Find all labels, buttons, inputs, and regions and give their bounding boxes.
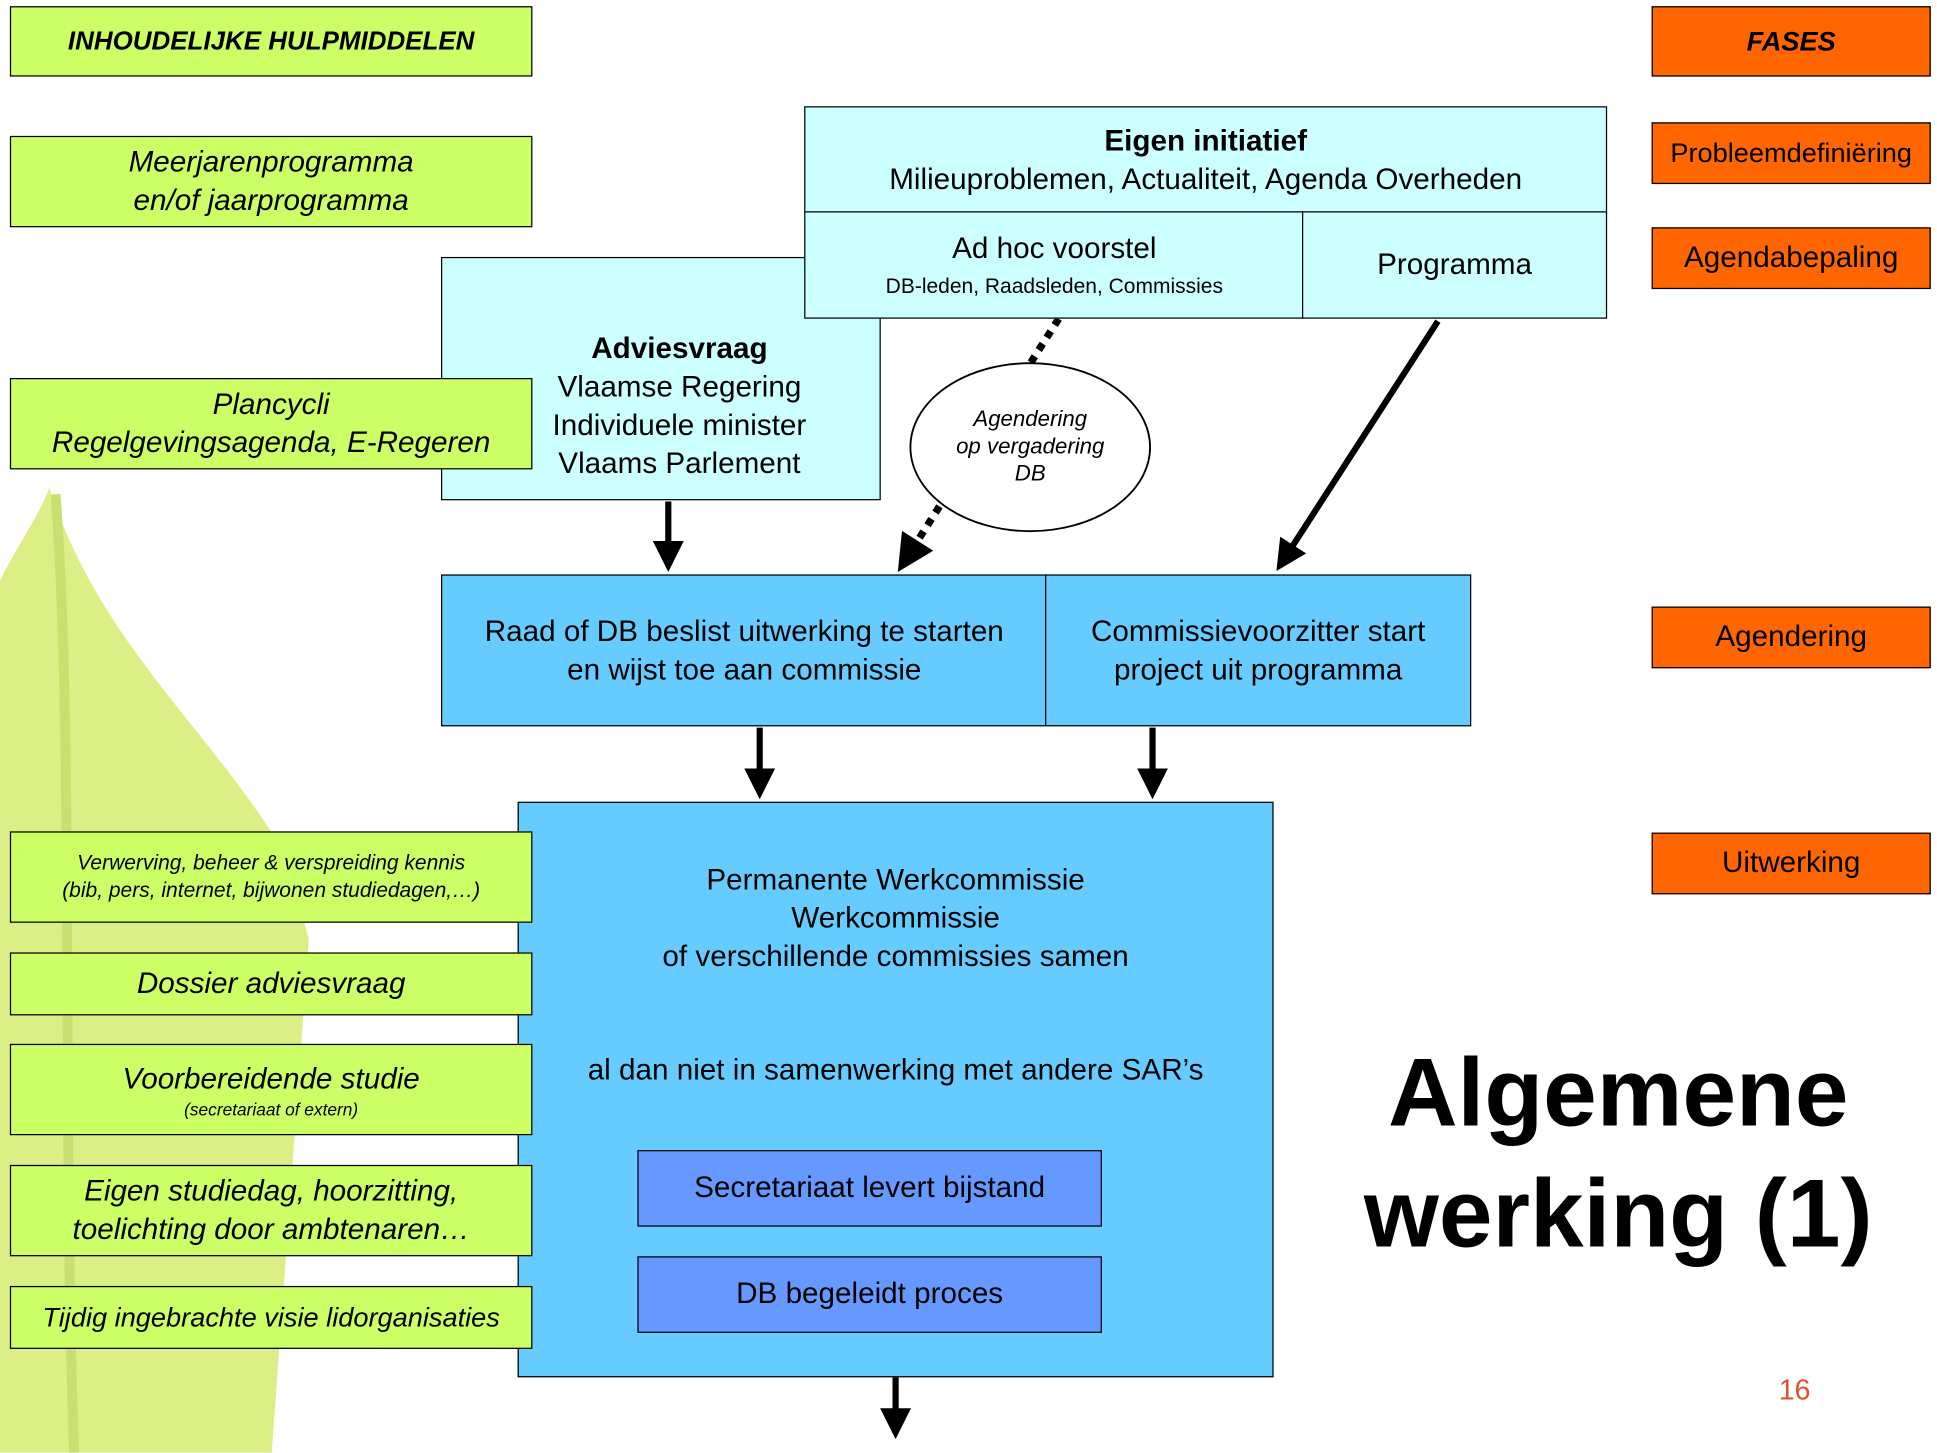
arrow-programma-voorzitter xyxy=(1276,319,1441,571)
eigen-initiatief-title: Eigen initiatief xyxy=(1104,124,1307,158)
adviesvraag-line2: Individuele minister xyxy=(552,408,807,443)
secretariaat-box: Secretariaat levert bijstand xyxy=(637,1150,1102,1227)
raad-box: Raad of DB beslist uitwerking te starten… xyxy=(441,574,1048,727)
meerjarenprogramma-box: Meerjarenprogramma en/of jaarprogramma xyxy=(9,135,533,228)
visie-box: Tijdig ingebrachte visie lidorganisaties xyxy=(9,1285,533,1349)
adviesvraag-title: Adviesvraag xyxy=(591,332,768,366)
werkcommissie-text: Permanente Werkcommissie Werkcommissie o… xyxy=(518,861,1274,976)
adhoc-voorstel-title: Ad hoc voorstel xyxy=(952,232,1157,266)
kennis-box: Verwerving, beheer & verspreiding kennis… xyxy=(9,831,533,923)
kennis-line1: Verwerving, beheer & verspreiding kennis xyxy=(77,851,466,875)
programma-box: Programma xyxy=(1302,211,1608,319)
ellipse-line1: Agendering xyxy=(973,406,1088,432)
db-proces-box: DB begeleidt proces xyxy=(637,1256,1102,1333)
secretariaat-label: Secretariaat levert bijstand xyxy=(694,1171,1046,1205)
phase-agendering-label: Agendering xyxy=(1715,620,1868,654)
agendering-ellipse-text: Agendering op vergadering DB xyxy=(910,405,1150,487)
phase-uitwerking-label: Uitwerking xyxy=(1721,846,1861,880)
db-proces-label: DB begeleidt proces xyxy=(736,1277,1004,1311)
dotted-arrow-adhoc-raad xyxy=(897,316,1062,573)
left-header-box: INHOUDELIJKE HULPMIDDELEN xyxy=(9,6,533,77)
studiedag-line1: Eigen studiedag, hoorzitting, xyxy=(84,1174,459,1209)
samenwerking-line: al dan niet in samenwerking met andere S… xyxy=(587,1053,1204,1088)
studie-label: Voorbereidende studie xyxy=(122,1061,420,1096)
plancycli-box: Plancycli Regelgevingsagenda, E-Regeren xyxy=(9,378,533,470)
agendering-ellipse xyxy=(909,362,1151,533)
voorzitter-line1: Commissievoorzitter start xyxy=(1090,614,1426,648)
adviesvraag-line3: Vlaams Parlement xyxy=(558,447,801,481)
werkcommissie-line1: Permanente Werkcommissie xyxy=(706,863,1085,897)
adhoc-voorstel-sub: DB-leden, Raadsleden, Commissies xyxy=(885,274,1223,298)
phase-agendabepaling: Agendabepaling xyxy=(1651,227,1931,290)
dossier-box: Dossier adviesvraag xyxy=(9,952,533,1016)
studie-sub: (secretariaat of extern) xyxy=(184,1098,359,1119)
raad-line2: en wijst toe aan commissie xyxy=(567,652,922,687)
left-header: INHOUDELIJKE HULPMIDDELEN xyxy=(67,27,475,56)
eigen-initiatief-subtitle: Milieuproblemen, Actualiteit, Agenda Ove… xyxy=(889,162,1523,196)
studiedag-line2: toelichting door ambtenaren… xyxy=(72,1213,470,1247)
slide-title: Algemene werking (1) xyxy=(1309,1031,1927,1273)
slide-title-line1: Algemene xyxy=(1387,1037,1849,1147)
phase-agendabepaling-label: Agendabepaling xyxy=(1684,240,1899,275)
werkcommissie-line3: of verschillende commissies samen xyxy=(662,940,1129,974)
samenwerking-text: al dan niet in samenwerking met andere S… xyxy=(506,1051,1284,1089)
phase-uitwerking: Uitwerking xyxy=(1651,832,1931,895)
phase-probleemdefiniering: Probleemdefiniëring xyxy=(1651,122,1931,185)
meerjarenprogramma-line1: Meerjarenprogramma xyxy=(128,145,414,180)
studiedag-box: Eigen studiedag, hoorzitting, toelichtin… xyxy=(9,1164,533,1257)
werkcommissie-line2: Werkcommissie xyxy=(791,901,1000,936)
plancycli-line2: Regelgevingsagenda, E-Regeren xyxy=(51,426,491,460)
meerjarenprogramma-line2: en/of jaarprogramma xyxy=(133,184,409,218)
plancycli-line1: Plancycli xyxy=(212,387,330,422)
eigen-initiatief-box: Eigen initiatief Milieuproblemen, Actual… xyxy=(804,106,1608,214)
voorzitter-line2: project uit programma xyxy=(1113,652,1403,687)
ellipse-line3: DB xyxy=(1014,460,1046,486)
programma-label: Programma xyxy=(1377,248,1533,282)
slide-title-line2: werking (1) xyxy=(1363,1158,1873,1268)
fases-header-box: FASES xyxy=(1651,6,1931,77)
dossier-label: Dossier adviesvraag xyxy=(136,967,406,1001)
phase-agendering: Agendering xyxy=(1651,606,1931,669)
voorzitter-box: Commissievoorzitter start project uit pr… xyxy=(1045,574,1472,727)
kennis-line2: (bib, pers, internet, bijwonen studiedag… xyxy=(62,878,481,902)
studie-box: Voorbereidende studie (secretariaat of e… xyxy=(9,1043,533,1136)
page-number: 16 xyxy=(1778,1373,1811,1406)
fases-header: FASES xyxy=(1746,25,1836,57)
adviesvraag-line1: Vlaamse Regering xyxy=(557,370,802,404)
adhoc-voorstel-box: Ad hoc voorstel DB-leden, Raadsleden, Co… xyxy=(804,211,1305,319)
raad-line1: Raad of DB beslist uitwerking te starten xyxy=(484,614,1004,648)
ellipse-line2: op vergadering xyxy=(956,433,1105,459)
phase-probleemdefiniering-label: Probleemdefiniëring xyxy=(1670,137,1913,169)
visie-label: Tijdig ingebrachte visie lidorganisaties xyxy=(42,1302,500,1333)
